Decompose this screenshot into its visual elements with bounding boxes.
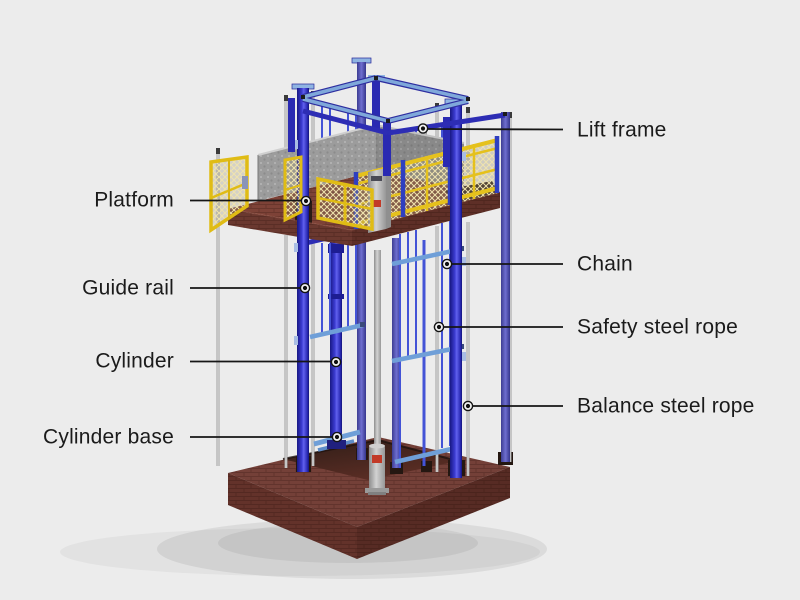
piston-rod [374,250,381,446]
platform-gates [209,154,374,234]
frame-lower-beams [302,108,506,136]
label-platform: Platform [94,188,174,212]
leader-line-lift-frame [427,128,564,131]
lift-frame-beam [387,112,506,136]
label-chain: Chain [577,252,633,276]
cylinder-barrel [330,240,342,445]
label-balance-steel-rope: Balance steel rope [577,394,755,418]
callout-dot-platform [300,195,312,207]
label-cylinder-base: Cylinder base [43,425,174,449]
gate-open-leaf [209,154,249,234]
cylinder-assembly [313,240,389,495]
label-guide-rail: Guide rail [82,276,174,300]
frame-corner-tips [301,76,507,123]
frame-posts [288,79,450,176]
label-cylinder: Cylinder [95,349,174,373]
gate-closed [316,176,374,232]
cylinder-red-label [372,455,382,463]
rear-columns [351,57,510,468]
pit-cylinder [369,446,385,490]
callout-dot-chain [441,258,453,270]
callout-dot-guide-rail [299,282,311,294]
rear-right-column [501,112,510,462]
callout-dot-safety-rope [433,321,445,333]
label-lift-frame: Lift frame [577,118,667,142]
mid-rear-column [392,238,401,468]
lift-frame-top [288,75,507,176]
callouts [190,123,564,443]
cylinder-base-plate [327,440,346,449]
callout-dot-cylinder [330,356,342,368]
callout-dot-cylinder-base [331,431,343,443]
callout-dot-lift-frame [417,123,429,134]
gate-inner-leaf [283,155,303,223]
door-column-red-label [372,200,381,207]
callout-dot-balance-rope [462,400,474,412]
label-safety-steel-rope: Safety steel rope [577,315,738,339]
rear-left-column [357,62,366,460]
callout-dots [299,123,474,443]
